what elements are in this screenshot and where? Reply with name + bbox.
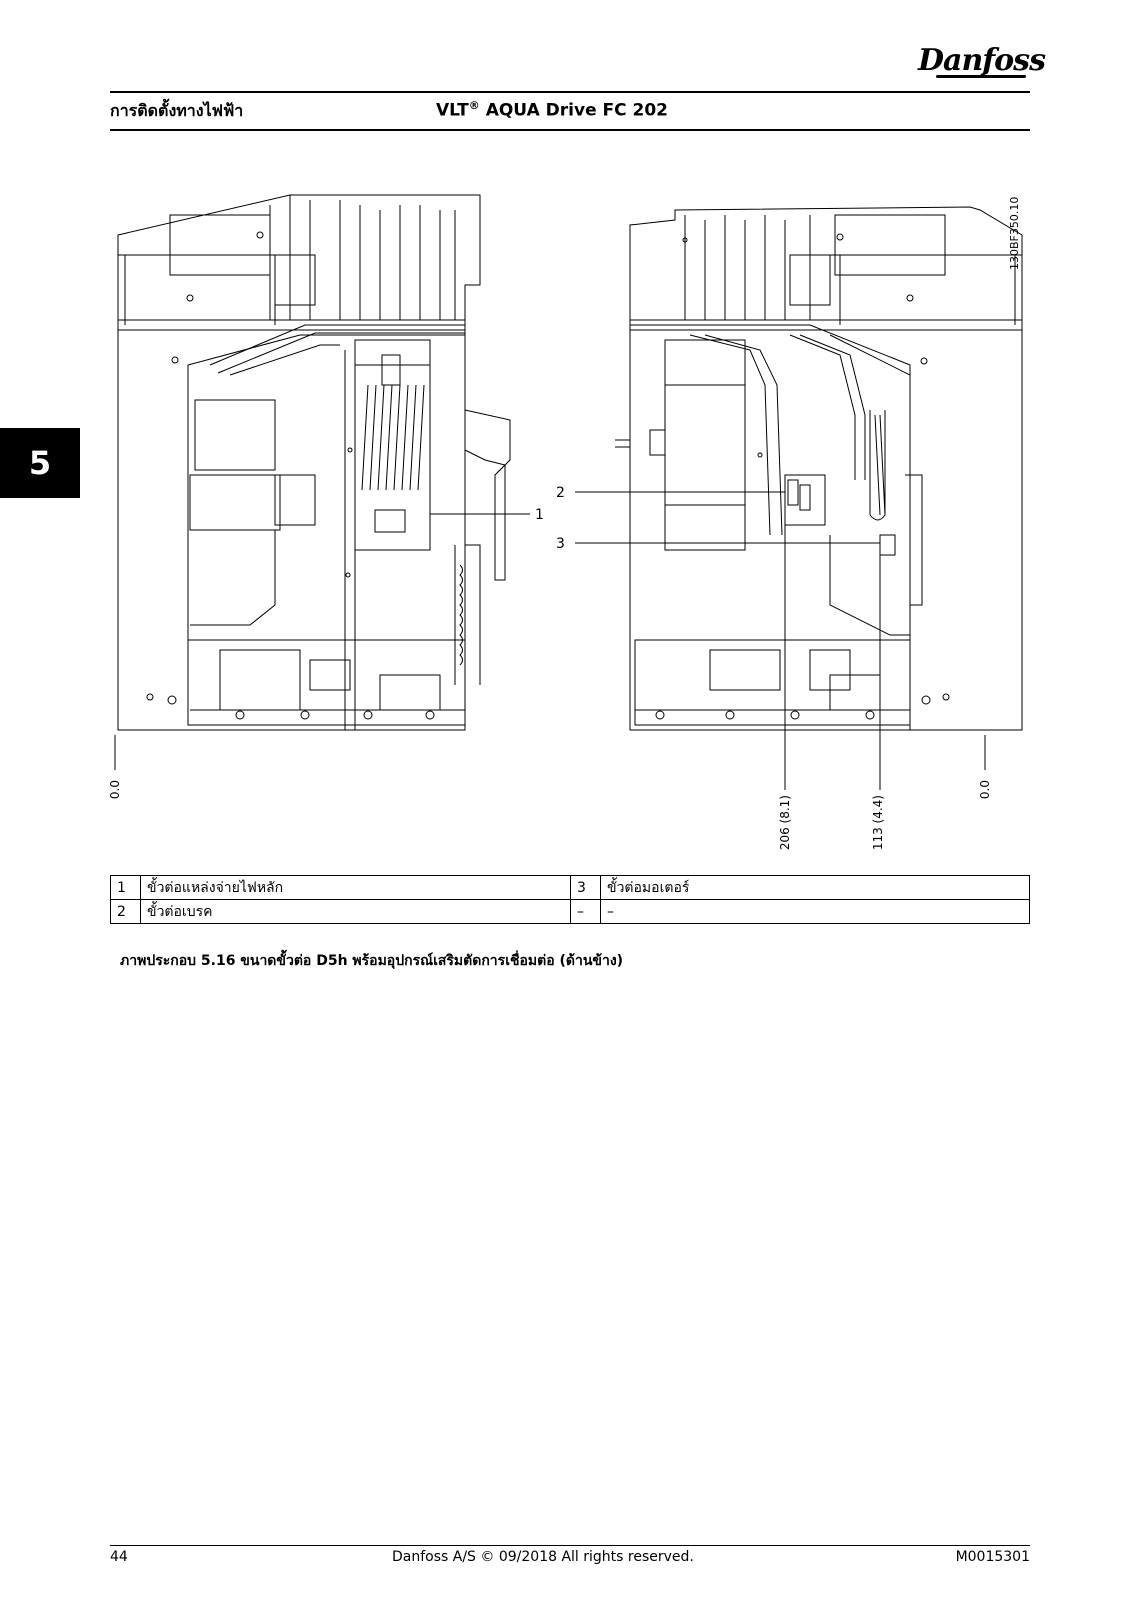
legend-row: 2 ขั้วต่อเบรค – – — [110, 899, 1030, 924]
legend-number: 1 — [110, 875, 141, 900]
right-busbar-hatch — [874, 414, 886, 516]
figure-caption: ภาพประกอบ 5.16 ขนาดขั้วต่อ D5h พร้อมอุปก… — [120, 953, 624, 969]
dimension-left-zero: 0.0 — [108, 780, 122, 800]
header-rule-lower — [110, 129, 1030, 131]
danfoss-logo: Danfoss — [918, 36, 1046, 86]
legend-text: ขั้วต่อเบรค — [140, 899, 571, 924]
legend-text: ขั้วต่อมอเตอร์ — [600, 875, 1030, 900]
footer-rule — [110, 1545, 1030, 1546]
document-code: M0015301 — [955, 1549, 1030, 1565]
callout-1: 1 — [535, 507, 544, 523]
copyright: Danfoss A/S © 09/2018 All rights reserve… — [392, 1549, 694, 1565]
legend-number: – — [570, 899, 601, 924]
drawing-svg: 1 2 3 — [114, 194, 1023, 790]
legend-text: – — [600, 899, 1030, 924]
registered-mark: ® — [468, 99, 480, 112]
left-busbar-hatch — [361, 384, 425, 491]
product-title: VLT® AQUA Drive FC 202 — [436, 99, 668, 121]
technical-drawing: 1 2 3 — [110, 185, 1030, 845]
page-number: 44 — [110, 1549, 128, 1565]
product-name: VLT — [436, 100, 469, 121]
legend-number: 2 — [110, 899, 141, 924]
section-title: การติดตั้งทางไฟฟ้า — [110, 101, 244, 120]
left-enclosure-view — [117, 194, 511, 731]
callout-3: 3 — [556, 536, 565, 552]
legend-text: ขั้วต่อแหล่งจ่ายไฟหลัก — [140, 875, 571, 900]
callout-leaders — [114, 491, 986, 790]
right-enclosure-view — [615, 206, 1023, 731]
dimension-206: 206 (8.1) — [778, 795, 792, 851]
product-model: AQUA Drive FC 202 — [479, 100, 669, 121]
legend-table: 1 ขั้วต่อแหล่งจ่ายไฟหลัก 3 ขั้วต่อมอเตอร… — [110, 875, 1030, 924]
header-rule — [110, 91, 1030, 93]
legend-number: 3 — [570, 875, 601, 900]
dimension-right-zero: 0.0 — [978, 780, 992, 800]
legend-row: 1 ขั้วต่อแหล่งจ่ายไฟหลัก 3 ขั้วต่อมอเตอร… — [110, 875, 1030, 900]
dimension-113: 113 (4.4) — [871, 795, 885, 851]
right-terminal-block-2 — [787, 479, 811, 511]
callout-2: 2 — [556, 485, 565, 501]
chapter-tab: 5 — [0, 428, 80, 498]
